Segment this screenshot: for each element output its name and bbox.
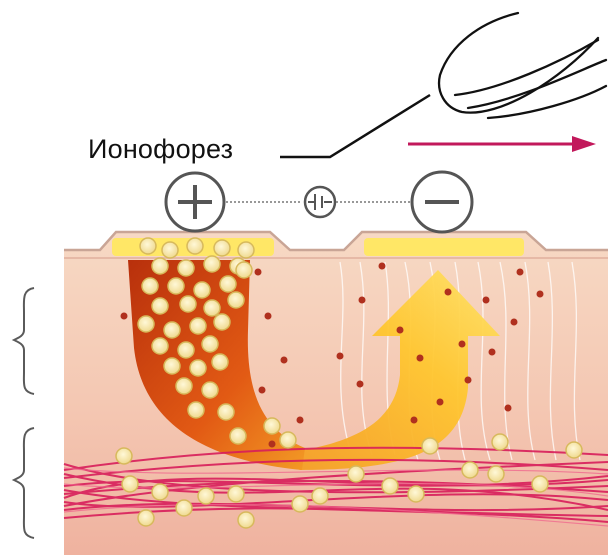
drug-particle [140, 238, 156, 254]
drug-particle [194, 282, 210, 298]
drug-particle [230, 428, 246, 444]
negative-electrode [412, 172, 472, 232]
ion-dot [265, 313, 272, 320]
negative-electrode-pad [364, 238, 524, 256]
ion-dot [489, 349, 496, 356]
drug-particle [190, 360, 206, 376]
ion-dot [337, 353, 344, 360]
ion-dot [297, 417, 304, 424]
drug-particle [292, 496, 308, 512]
drug-particle [408, 486, 424, 502]
drug-particle [178, 342, 194, 358]
drug-particle [220, 276, 236, 292]
drug-particle [264, 418, 280, 434]
ion-dot [465, 377, 472, 384]
drug-particle [152, 298, 168, 314]
drug-particle [162, 242, 178, 258]
ion-dot [505, 405, 512, 412]
drug-particle [187, 238, 203, 254]
ion-dot [483, 297, 490, 304]
dermis-bracket [14, 428, 34, 538]
drug-particle [180, 296, 196, 312]
iontophoresis-label: Ионофорез [88, 134, 233, 165]
drug-particle [164, 322, 180, 338]
drug-particle [152, 258, 168, 274]
drug-particle [488, 466, 504, 482]
drug-particle [238, 512, 254, 528]
drug-particle [532, 476, 548, 492]
drug-particle [138, 316, 154, 332]
drug-particle [204, 256, 220, 272]
drug-particle [116, 448, 132, 464]
drug-particle [152, 338, 168, 354]
drug-particle [176, 500, 192, 516]
ion-dot [445, 289, 452, 296]
drug-particle [202, 382, 218, 398]
drug-particle [190, 318, 206, 334]
drug-particle [164, 358, 180, 374]
drug-particle [280, 432, 296, 448]
ion-dot [517, 269, 524, 276]
drug-particle [312, 488, 328, 504]
drug-particle [218, 404, 234, 420]
drug-particle [204, 300, 220, 316]
drug-particle [142, 278, 158, 294]
drug-particle [214, 240, 230, 256]
battery-icon [305, 187, 335, 217]
ion-dot [511, 319, 518, 326]
drug-particle [138, 510, 154, 526]
ion-dot [537, 291, 544, 298]
drug-particle [228, 486, 244, 502]
drug-particle [238, 242, 254, 258]
drug-particle [382, 478, 398, 494]
arrow-right-icon [408, 136, 596, 152]
drug-particle [152, 484, 168, 500]
ion-dot [259, 387, 266, 394]
drug-particle [462, 462, 478, 478]
ion-dot [359, 297, 366, 304]
drug-particle [202, 336, 218, 352]
ion-dot [269, 441, 276, 448]
positive-electrode [166, 173, 224, 231]
drug-particle [348, 466, 364, 482]
drug-particle [168, 278, 184, 294]
ion-dot [281, 357, 288, 364]
ion-dot [411, 417, 418, 424]
drug-particle [198, 488, 214, 504]
ion-dot [417, 355, 424, 362]
ion-dot [121, 313, 128, 320]
label-leader-line [280, 95, 430, 157]
ion-dot [379, 263, 386, 270]
ion-dot [397, 327, 404, 334]
ion-dot [357, 381, 364, 388]
drug-particle [236, 262, 252, 278]
drug-particle [566, 442, 582, 458]
drug-particle [122, 476, 138, 492]
drug-particle [422, 438, 438, 454]
ion-dot [255, 269, 262, 276]
drug-particle [212, 354, 228, 370]
drug-particle [178, 260, 194, 276]
ion-dot [437, 399, 444, 406]
drug-particle [176, 378, 192, 394]
ion-dot [459, 341, 466, 348]
drug-particle [492, 434, 508, 450]
drug-particle [228, 292, 244, 308]
drug-particle [188, 402, 204, 418]
applicator-device [439, 13, 606, 118]
epidermis-bracket [14, 288, 34, 394]
drug-particle [214, 314, 230, 330]
